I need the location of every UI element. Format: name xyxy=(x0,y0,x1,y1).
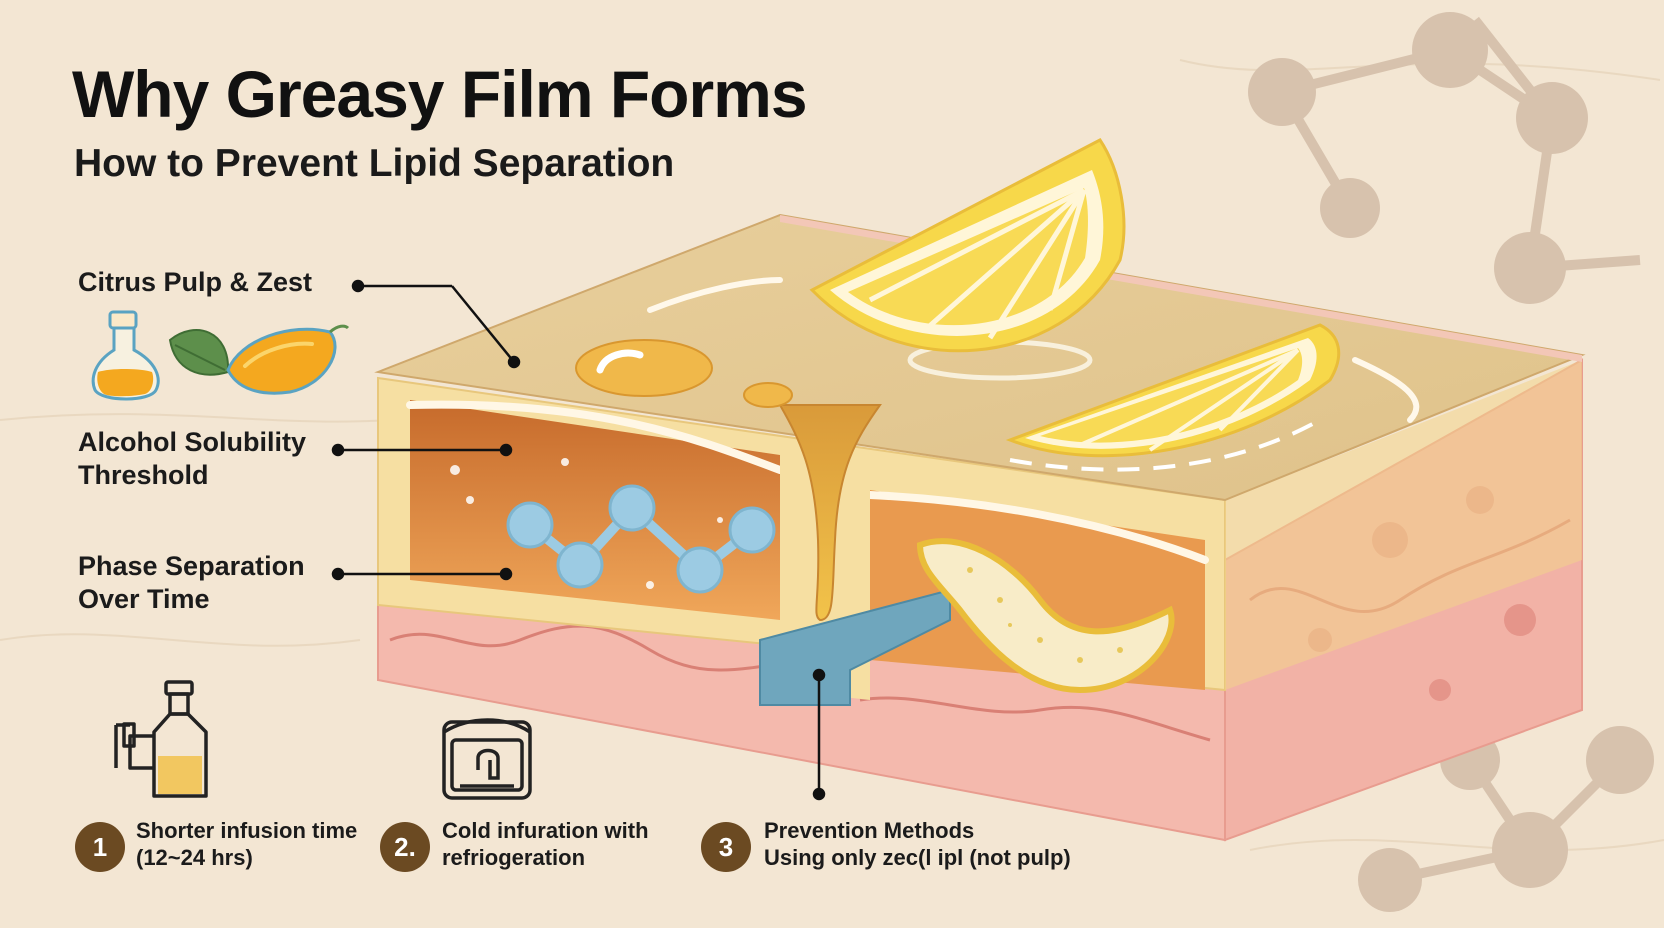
page-subtitle: How to Prevent Lipid Separation xyxy=(74,142,675,185)
step-3-badge: 3 xyxy=(701,822,751,872)
oil-drip xyxy=(778,404,882,622)
zest-peel-icon xyxy=(916,538,1175,694)
molecule-decoration-top xyxy=(1248,12,1641,304)
step-1-text: Shorter infusion time (12~24 hrs) xyxy=(136,818,358,870)
molecule-icon xyxy=(506,484,776,594)
flask-icon xyxy=(91,310,160,401)
oil-droplet-large xyxy=(575,339,713,397)
infusion-bottle-icon xyxy=(114,680,208,798)
lemon-icon xyxy=(226,324,350,395)
lemon-slice-icon xyxy=(1005,323,1341,472)
step-3-text: Prevention Methods Using only zec(l ipl … xyxy=(764,818,1071,870)
callout-phase-separation: Phase Separation Over Time xyxy=(78,551,305,614)
page-title: Why Greasy Film Forms xyxy=(72,57,808,131)
step-1-badge: 1 xyxy=(75,822,125,872)
callout-citrus-pulp-zest: Citrus Pulp & Zest xyxy=(78,267,313,297)
oil-droplet-small xyxy=(743,382,793,408)
callout-leaders xyxy=(331,279,826,801)
lemon-slice-icon xyxy=(809,138,1126,381)
cross-section-block xyxy=(374,138,1586,842)
leaf-icon xyxy=(168,329,230,376)
refrigerator-jar-icon xyxy=(442,718,532,800)
step-2-badge: 2. xyxy=(380,822,430,872)
callout-alcohol-solubility: Alcohol Solubility Threshold xyxy=(78,427,306,490)
step-2-text: Cold infuration with refriogeration xyxy=(442,818,649,870)
